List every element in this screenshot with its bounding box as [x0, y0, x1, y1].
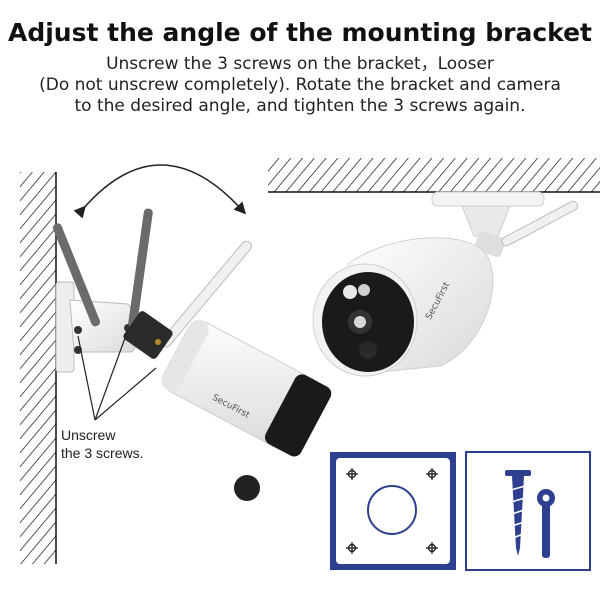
callout-line-1: Unscrew — [61, 427, 116, 443]
left-camera-mount-knob — [234, 475, 260, 501]
instructions-line-2: (Do not unscrew completely). Rotate the … — [39, 75, 561, 95]
screw-anchor-panel — [465, 451, 591, 571]
mounting-template-panel — [330, 452, 456, 570]
instructions-line-1: Unscrew the 3 screws on the bracket，Loos… — [106, 54, 494, 74]
ceiling-mount — [431, 191, 545, 258]
callout-note: Unscrew the 3 screws. — [61, 426, 143, 462]
callout-line-2: the 3 screws. — [61, 445, 144, 461]
instructions-line-3: to the desired angle, and tighten the 3 … — [74, 96, 526, 116]
wall-left — [20, 172, 57, 564]
ceiling-right — [268, 158, 600, 193]
instructions: Unscrew the 3 screws on the bracket，Loos… — [0, 54, 600, 117]
page-title: Adjust the angle of the mounting bracket — [7, 18, 593, 47]
bracket-joint — [123, 311, 173, 359]
wall-anchor-icon — [537, 489, 555, 558]
rotation-arc-arrow — [73, 164, 247, 219]
screw-icon — [505, 470, 531, 556]
callout-lines — [77, 329, 157, 421]
antenna-ghost — [52, 208, 153, 328]
antenna-right-camera — [501, 200, 579, 247]
right-camera — [312, 237, 494, 377]
left-camera — [161, 319, 332, 457]
